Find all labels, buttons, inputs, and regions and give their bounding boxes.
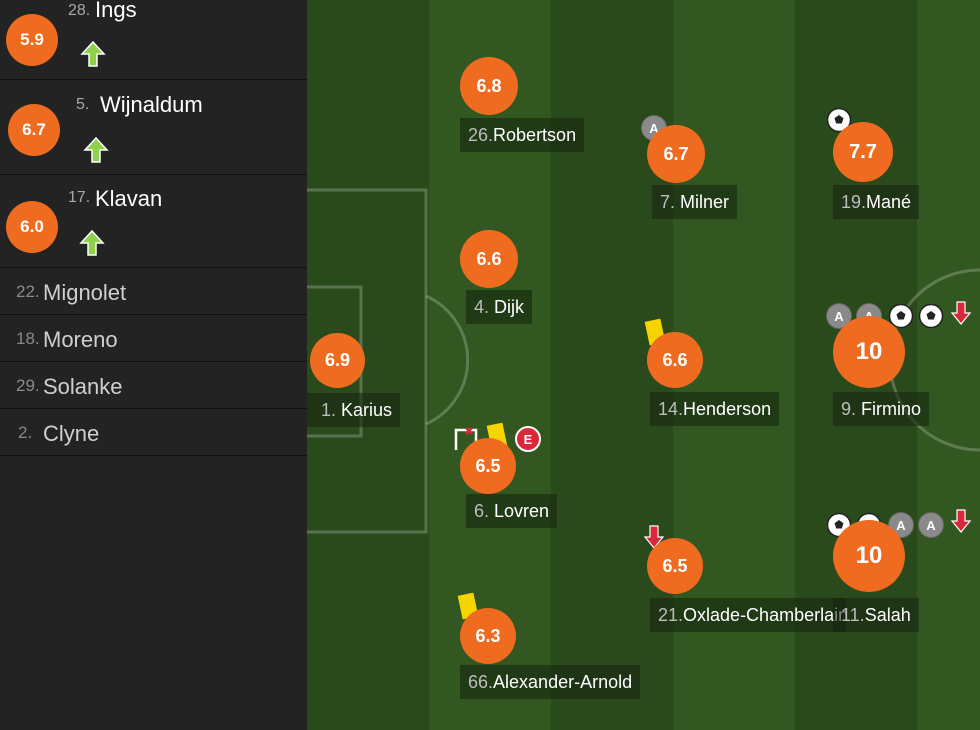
player-label: 21.Oxlade-Chamberlain <box>650 598 846 632</box>
player-label: 11.Salah <box>833 598 919 632</box>
pitch-stripe <box>917 0 980 730</box>
player-number: 6. <box>474 501 490 521</box>
player-rating: 5.9 <box>6 14 58 66</box>
player-number: 18. <box>16 329 40 348</box>
player-name: Henderson <box>683 399 772 419</box>
player-name: Milner <box>680 192 730 212</box>
player-number: 9. <box>841 399 857 419</box>
ball-icon <box>918 303 944 329</box>
player-number: 1. <box>321 400 337 420</box>
player-name: Karius <box>341 400 393 420</box>
error-icon: E <box>515 426 541 452</box>
player-rating: 6.6 <box>647 332 703 388</box>
bench-row-mignolet[interactable]: 22. Mignolet <box>0 268 307 315</box>
player-rating: 6.9 <box>310 333 365 388</box>
player-number: 26. <box>468 125 494 145</box>
player-rating: 6.5 <box>460 438 516 494</box>
player-rating: 6.5 <box>647 538 703 594</box>
player-label: 4. Dijk <box>466 290 533 324</box>
player-name: Clyne <box>43 421 100 446</box>
bench-row-moreno[interactable]: 18. Moreno <box>0 315 307 362</box>
player-rating: 7.7 <box>833 122 893 182</box>
player-name: Moreno <box>43 327 118 352</box>
player-rating: 6.8 <box>460 57 518 115</box>
player-name: Firmino <box>861 399 922 419</box>
player-name: Solanke <box>43 374 123 399</box>
sub-row-ings[interactable]: 5.9 28. Ings <box>0 0 307 80</box>
sub-row-klavan[interactable]: 6.0 17. Klavan <box>0 175 307 268</box>
player-number: 11. <box>841 605 865 625</box>
player-name: Robertson <box>493 125 577 145</box>
player-number: 14. <box>658 399 684 419</box>
player-rating: 10 <box>833 520 905 592</box>
arrow-up-icon <box>83 136 109 163</box>
arrow-down-icon <box>950 509 972 533</box>
player-rating: 10 <box>833 316 905 388</box>
player-number: 28. <box>68 2 91 19</box>
player-label: 26.Robertson <box>460 118 585 152</box>
assist-icon: A <box>918 512 944 538</box>
arrow-up-icon <box>79 229 105 256</box>
player-rating: 6.0 <box>6 201 58 253</box>
player-label: 7. Milner <box>652 185 738 219</box>
player-name: Mignolet <box>43 280 127 305</box>
player-number: 22. <box>16 282 40 301</box>
player-rating: 6.7 <box>647 125 705 183</box>
player-rating: 6.6 <box>460 230 518 288</box>
player-number: 21. <box>658 605 684 625</box>
sub-row-wijnaldum[interactable]: 6.7 5. Wijnaldum <box>0 80 307 175</box>
player-label: 9. Firmino <box>833 392 930 426</box>
player-number: 4. <box>474 297 490 317</box>
player-number: 17. <box>68 189 91 206</box>
player-number: 7. <box>660 192 676 212</box>
player-label: 19.Mané <box>833 185 920 219</box>
player-label: 66.Alexander-Arnold <box>460 665 641 699</box>
player-number: 29. <box>16 376 40 395</box>
player-number: 2. <box>18 423 33 442</box>
player-rating: 6.7 <box>8 104 60 156</box>
player-number: 5. <box>76 96 90 113</box>
player-name: Mané <box>866 192 912 212</box>
player-name: Ings <box>95 0 137 22</box>
player-name: Lovren <box>494 501 550 521</box>
player-number: 19. <box>841 192 867 212</box>
player-label: 14.Henderson <box>650 392 780 426</box>
player-label: 1. Karius <box>307 393 401 427</box>
ball-icon <box>888 303 914 329</box>
player-name: Salah <box>864 605 911 625</box>
arrow-up-icon <box>80 40 106 67</box>
pitch: 6.9 1. Karius 6.8 26.Robertson 6.6 4. Di… <box>307 0 980 730</box>
substitutes-panel: 5.9 28. Ings 6.7 5. Wijnaldum 6.0 17. Kl… <box>0 0 307 730</box>
bench-row-solanke[interactable]: 29. Solanke <box>0 362 307 409</box>
bench-row-clyne[interactable]: 2. Clyne <box>0 409 307 456</box>
player-number: 66. <box>468 672 494 692</box>
arrow-down-icon <box>950 301 972 325</box>
player-rating: 6.3 <box>460 608 516 664</box>
player-name: Dijk <box>494 297 525 317</box>
player-label: 6. Lovren <box>466 494 558 528</box>
player-name: Alexander-Arnold <box>493 672 633 692</box>
player-name: Oxlade-Chamberlain <box>683 605 846 625</box>
player-name: Wijnaldum <box>100 92 203 117</box>
player-name: Klavan <box>95 186 163 211</box>
ball-icon <box>826 107 852 133</box>
